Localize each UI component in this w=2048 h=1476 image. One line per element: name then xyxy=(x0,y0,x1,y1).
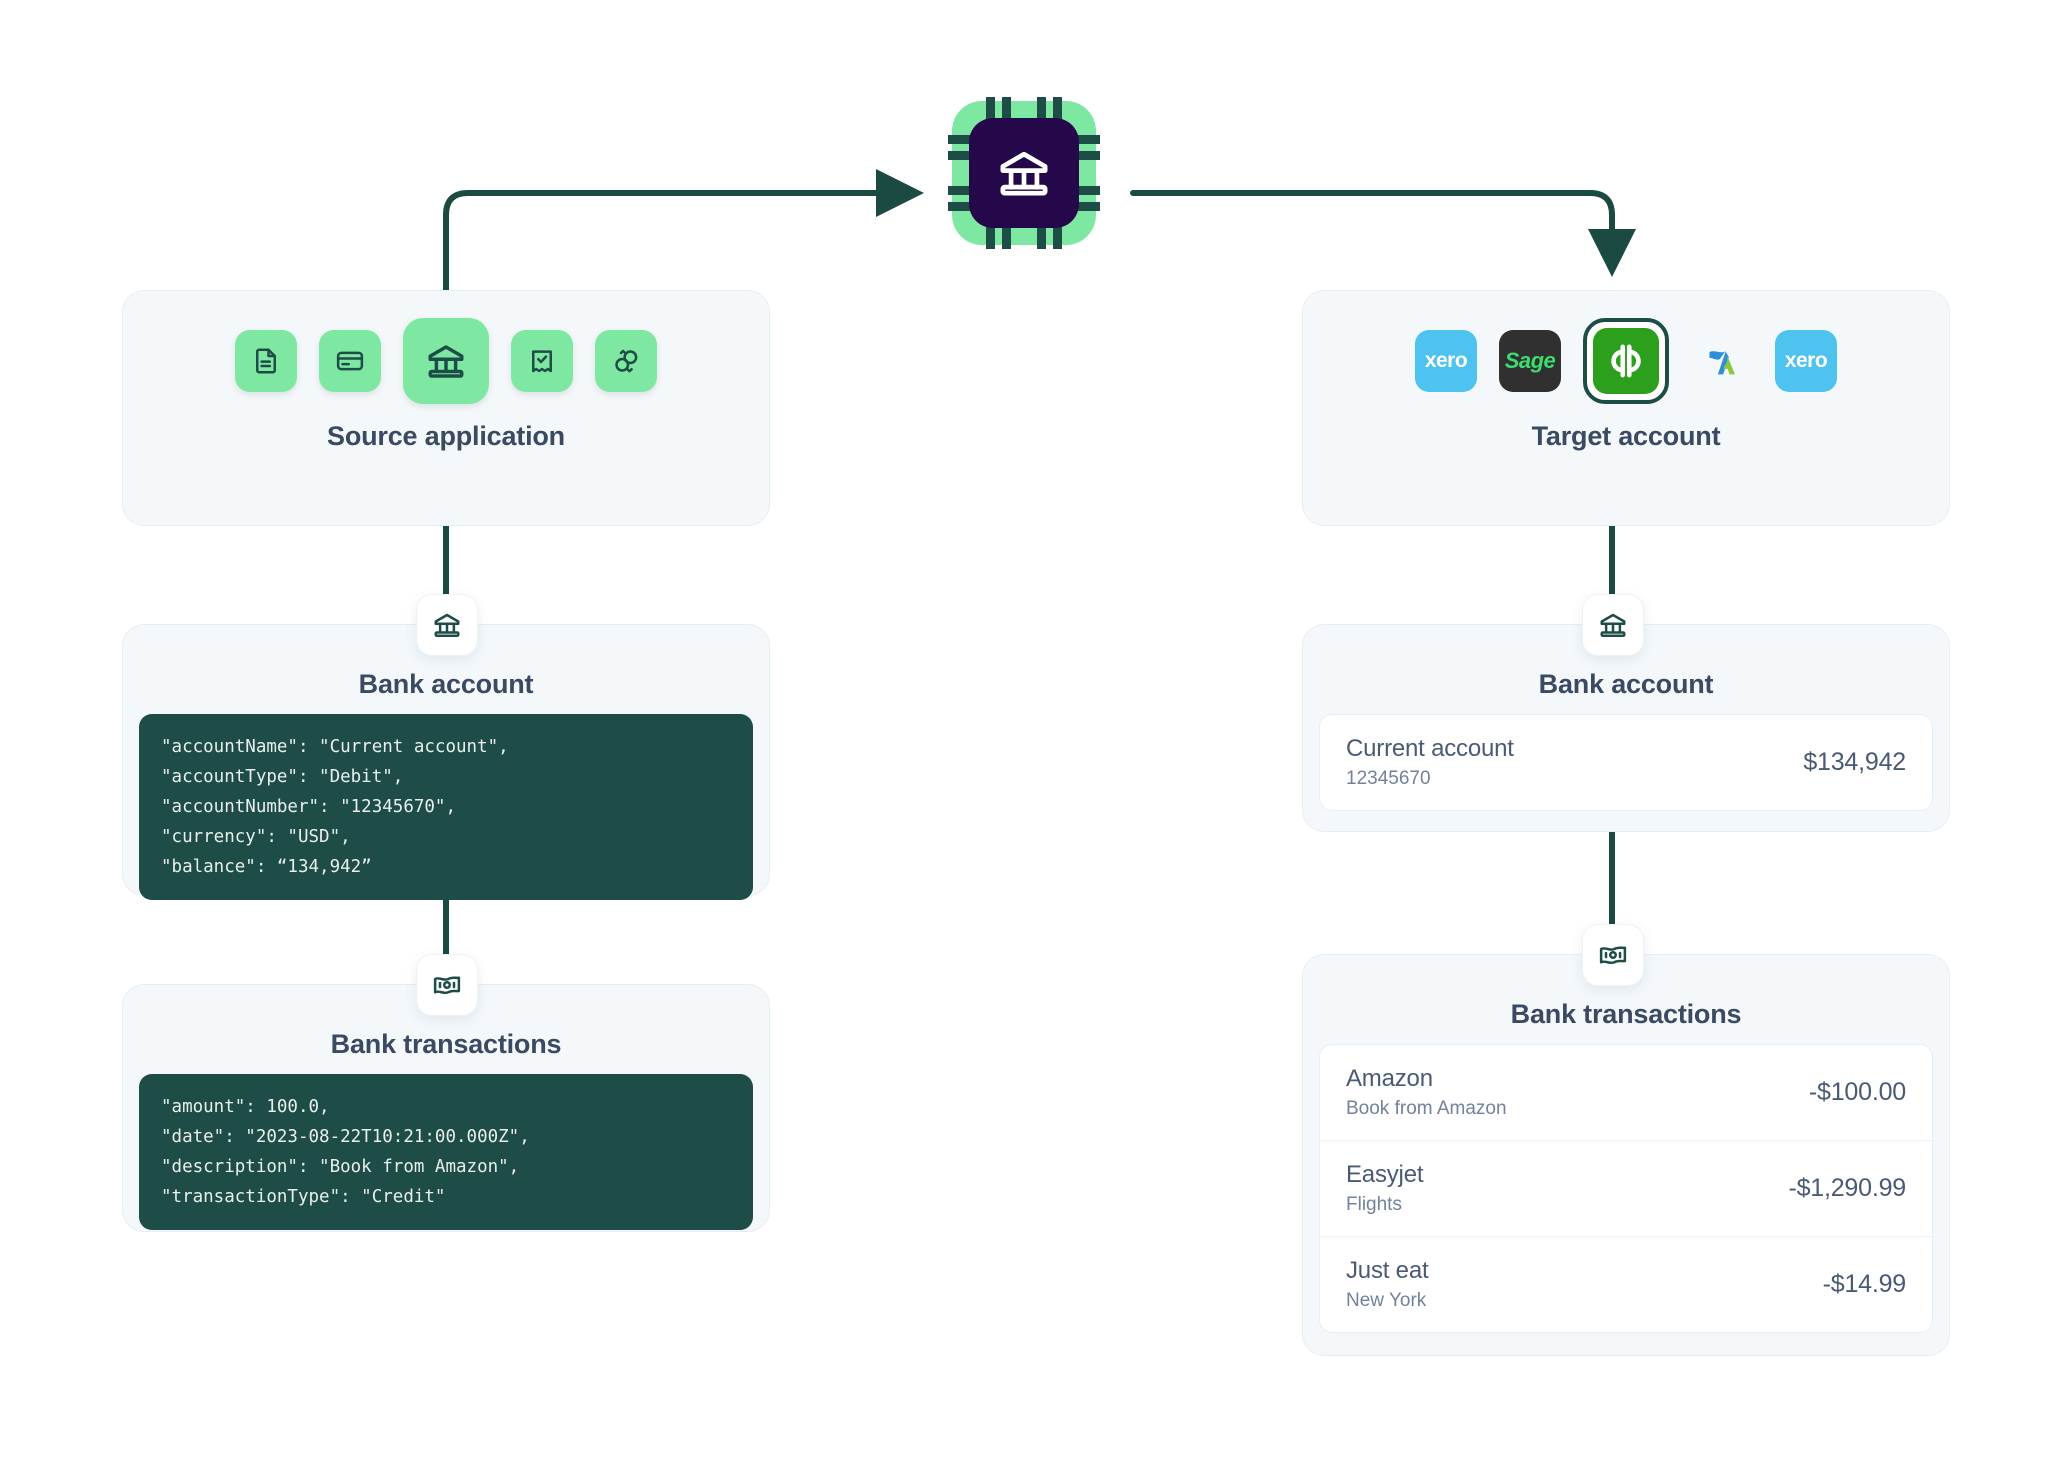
xero-logo[interactable]: xero xyxy=(1415,330,1477,392)
account-card[interactable]: Current account 12345670 $134,942 xyxy=(1319,714,1933,811)
xero-logo-label: xero xyxy=(1424,349,1468,372)
transaction-amount: -$100.00 xyxy=(1808,1078,1906,1106)
sage-logo-label: Sage xyxy=(1504,348,1556,373)
banknote-icon-badge xyxy=(1582,924,1644,986)
account-balance: $134,942 xyxy=(1803,748,1906,776)
page-title: Source application xyxy=(327,421,565,451)
table-row[interactable]: Amazon Book from Amazon -$100.00 xyxy=(1320,1045,1932,1140)
table-row[interactable]: Easyjet Flights -$1,290.99 xyxy=(1320,1140,1932,1236)
bank-icon[interactable] xyxy=(403,318,489,404)
quickbooks-logo-tile xyxy=(1593,328,1659,394)
bank-icon-badge xyxy=(1582,594,1644,656)
document-icon[interactable] xyxy=(235,330,297,392)
credit-card-icon[interactable] xyxy=(319,330,381,392)
transactions-card[interactable]: Amazon Book from Amazon -$100.00 Easyjet… xyxy=(1319,1044,1933,1333)
sage-logo[interactable]: Sage xyxy=(1499,330,1561,392)
account-name: Current account xyxy=(1346,735,1514,762)
bank-account-json: "accountName": "Current account", "accou… xyxy=(139,714,753,901)
transaction-description: New York xyxy=(1346,1290,1427,1311)
source-bank-account-panel: Bank account "accountName": "Current acc… xyxy=(122,624,770,901)
banknote-icon-badge xyxy=(416,954,478,1016)
bank-transactions-json: "amount": 100.0, "date": "2023-08-22T10:… xyxy=(139,1074,753,1231)
transaction-description: Flights xyxy=(1346,1194,1402,1215)
account-number: 12345670 xyxy=(1346,768,1431,789)
page-title: Target account xyxy=(1531,421,1721,451)
bank-icon-badge xyxy=(416,594,478,656)
transaction-amount: -$14.99 xyxy=(1822,1270,1907,1298)
receipt-check-icon[interactable] xyxy=(511,330,573,392)
section-title: Bank account xyxy=(1538,669,1714,699)
target-bank-transactions-panel: Bank transactions Amazon Book from Amazo… xyxy=(1302,954,1950,1356)
xero-logo[interactable]: xero xyxy=(1775,330,1837,392)
bank-chip-icon xyxy=(944,93,1104,253)
target-logo-row: xero Sage xyxy=(1303,301,1949,421)
source-bank-transactions-panel: Bank transactions "amount": 100.0, "date… xyxy=(122,984,770,1232)
section-title: Bank transactions xyxy=(1510,999,1742,1029)
quickbooks-logo[interactable] xyxy=(1583,318,1669,404)
account-row[interactable]: Current account 12345670 $134,942 xyxy=(1320,715,1932,810)
sync-circles-icon[interactable] xyxy=(595,330,657,392)
target-bank-account-panel: Bank account Current account 12345670 $1… xyxy=(1302,624,1950,832)
section-title: Bank account xyxy=(358,669,534,699)
transaction-amount: -$1,290.99 xyxy=(1788,1174,1906,1202)
transaction-name: Easyjet xyxy=(1346,1161,1424,1188)
table-row[interactable]: Just eat New York -$14.99 xyxy=(1320,1236,1932,1332)
source-application-panel: Source application xyxy=(122,290,770,526)
source-icon-row xyxy=(123,301,769,421)
transaction-description: Book from Amazon xyxy=(1346,1098,1507,1119)
freeagent-logo[interactable] xyxy=(1691,330,1753,392)
xero-logo-label: xero xyxy=(1784,349,1828,372)
transaction-name: Amazon xyxy=(1346,1065,1433,1092)
section-title: Bank transactions xyxy=(330,1029,562,1059)
transaction-name: Just eat xyxy=(1346,1257,1429,1284)
target-account-panel: xero Sage xyxy=(1302,290,1950,526)
